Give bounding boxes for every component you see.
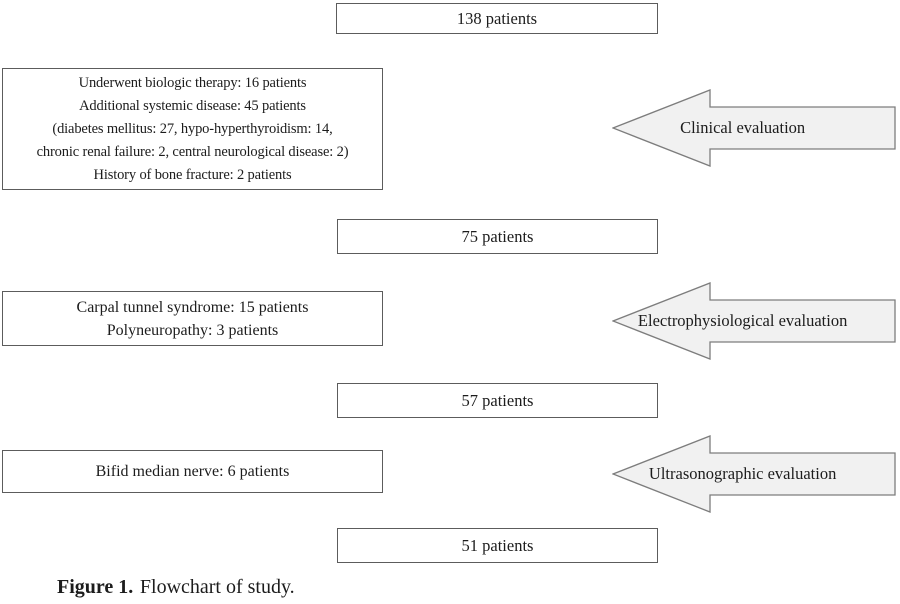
- exclusion-box-clinical: Underwent biologic therapy: 16 patients …: [2, 68, 383, 190]
- patient-count-label: 75 patients: [461, 226, 534, 246]
- patient-count-label: 138 patients: [456, 8, 538, 28]
- patient-count-label: 51 patients: [461, 535, 534, 555]
- exclusion-line: Underwent biologic therapy: 16 patients: [78, 74, 307, 91]
- patient-count-label: 57 patients: [461, 390, 534, 410]
- exclusion-line: chronic renal failure: 2, central neurol…: [36, 143, 349, 160]
- exclusion-line: Bifid median nerve: 6 patients: [95, 463, 290, 480]
- arrow-clinical-evaluation: Clinical evaluation: [612, 89, 896, 167]
- exclusion-box-ultrasonographic: Bifid median nerve: 6 patients: [2, 450, 383, 493]
- patient-count-box-75: 75 patients: [337, 219, 658, 254]
- evaluation-label: Ultrasonographic evaluation: [648, 464, 837, 483]
- figure-caption-number: Figure 1.: [57, 576, 134, 598]
- left-arrow-icon: [612, 435, 896, 513]
- patient-count-box-51: 51 patients: [337, 528, 658, 563]
- patient-count-box-57: 57 patients: [337, 383, 658, 418]
- exclusion-line: Additional systemic disease: 45 patients: [79, 97, 306, 114]
- exclusion-line: (diabetes mellitus: 27, hypo-hyperthyroi…: [52, 120, 333, 137]
- exclusion-line: History of bone fracture: 2 patients: [93, 166, 292, 183]
- exclusion-box-electrophysiological: Carpal tunnel syndrome: 15 patients Poly…: [2, 291, 383, 346]
- exclusion-line: Polyneuropathy: 3 patients: [106, 321, 279, 339]
- left-arrow-icon: [612, 89, 896, 167]
- evaluation-label: Electrophysiological evaluation: [637, 311, 848, 330]
- arrow-ultrasonographic-evaluation: Ultrasonographic evaluation: [612, 435, 896, 513]
- figure-caption: Figure 1.Flowchart of study.: [57, 576, 295, 599]
- figure-caption-text: Flowchart of study.: [139, 576, 295, 598]
- left-arrow-icon: [612, 282, 896, 360]
- exclusion-line: Carpal tunnel syndrome: 15 patients: [76, 298, 309, 316]
- evaluation-label: Clinical evaluation: [680, 118, 806, 137]
- arrow-electrophysiological-evaluation: Electrophysiological evaluation: [612, 282, 896, 360]
- patient-count-box-138: 138 patients: [336, 3, 658, 34]
